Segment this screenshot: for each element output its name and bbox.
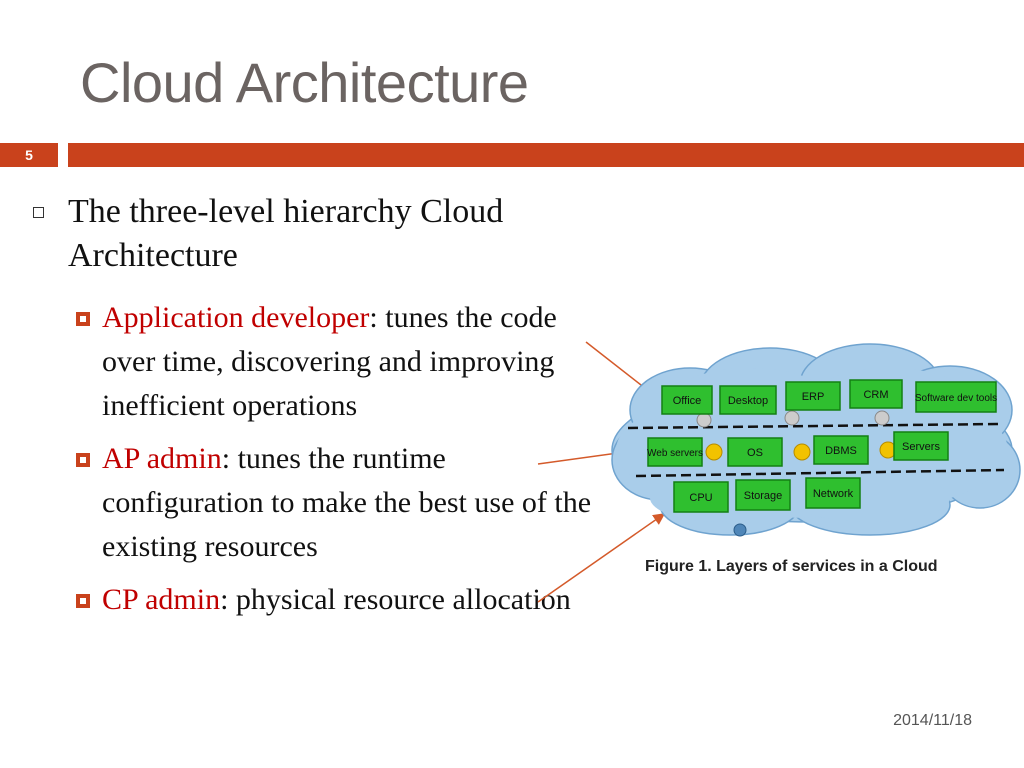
box-servers xyxy=(893,431,949,461)
sub-bullet-icon xyxy=(76,453,90,467)
bullet-square-icon xyxy=(33,207,44,218)
box-label: Network xyxy=(813,488,854,500)
slide-number-band xyxy=(0,143,58,167)
sub-bullet-3-text: : physical resource allocation xyxy=(220,583,571,616)
sub-bullet-2: AP admin: tunes the runtime configuratio… xyxy=(102,437,602,569)
box-dbms xyxy=(813,435,869,465)
arrow-1 xyxy=(585,341,652,393)
box-label: Office xyxy=(673,395,702,407)
box-network xyxy=(805,477,861,509)
slide-title: Cloud Architecture xyxy=(80,51,529,114)
box-label: OS xyxy=(747,447,763,459)
arrow-3 xyxy=(537,513,666,603)
header-band xyxy=(68,143,1024,167)
sub-bullet-2-text: : tunes the runtime configuration to mak… xyxy=(102,442,592,563)
sub-bullet-1-term: Application developer xyxy=(102,301,370,334)
main-bullet: The three-level hierarchy Cloud Architec… xyxy=(68,193,504,274)
sub-bullet-icon xyxy=(76,594,90,608)
sub-bullet-2-term: AP admin xyxy=(102,442,222,475)
box-cpu xyxy=(673,481,729,513)
figure-caption: Figure 1. Layers of services in a Cloud xyxy=(645,558,938,575)
box-label: ERP xyxy=(802,391,825,403)
box-label: Servers xyxy=(902,441,940,453)
box-label: Web servers xyxy=(647,448,703,459)
sub-bullet-1: Application developer: tunes the code ov… xyxy=(102,296,602,428)
box-office xyxy=(661,385,713,415)
slide-number: 5 xyxy=(25,147,33,163)
box-label: Software dev tools xyxy=(915,393,997,404)
sub-bullet-icon xyxy=(76,312,90,326)
box-erp xyxy=(785,381,841,411)
box-software-dev-tools xyxy=(915,381,997,413)
sub-bullet-1-text: : tunes the code over time, discovering … xyxy=(102,301,557,422)
box-crm xyxy=(849,379,903,409)
sub-bullet-3: CP admin: physical resource allocation xyxy=(102,578,602,622)
box-os xyxy=(727,437,783,467)
box-desktop xyxy=(719,385,777,415)
box-web-servers xyxy=(647,437,703,467)
box-label: Storage xyxy=(744,490,783,502)
box-label: DBMS xyxy=(825,445,857,457)
cloud-figure: Office Desktop ERP CRM Software dev tool… xyxy=(611,343,1021,537)
box-label: Desktop xyxy=(728,395,768,407)
box-label: CPU xyxy=(689,492,712,504)
box-storage xyxy=(735,479,791,511)
box-label: CRM xyxy=(863,389,888,401)
slide-date: 2014/11/18 xyxy=(893,712,972,729)
sub-bullet-3-term: CP admin xyxy=(102,583,221,616)
